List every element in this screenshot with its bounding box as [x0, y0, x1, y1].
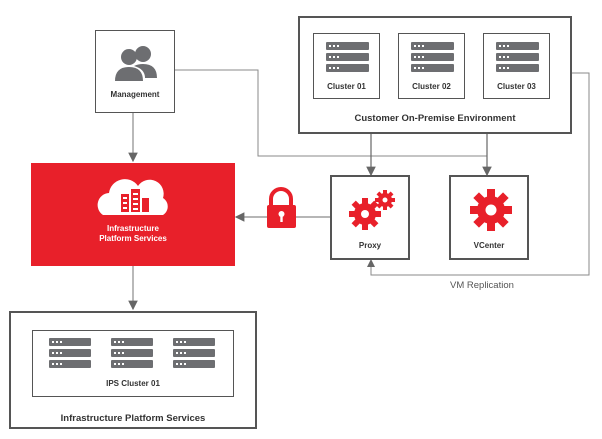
- cluster03-node: Cluster 03: [483, 33, 550, 99]
- gears-icon: [349, 190, 395, 230]
- users-icon: [115, 46, 157, 81]
- ips-main-label: Infrastructure Platform Services: [31, 224, 235, 244]
- cluster02-label: Cluster 02: [412, 82, 451, 91]
- ips-main-label-line2: Platform Services: [99, 234, 167, 243]
- customer-environment-label: Customer On-Premise Environment: [354, 113, 516, 124]
- edge-vm-replication: [367, 72, 590, 276]
- gear-icon: [470, 189, 512, 231]
- cluster01-label: Cluster 01: [327, 82, 366, 91]
- vcenter-node: VCenter: [449, 175, 529, 260]
- cluster02-node: Cluster 02: [398, 33, 465, 99]
- vm-replication-label: VM Replication: [450, 280, 514, 291]
- vcenter-label: VCenter: [473, 241, 505, 250]
- server-icon: [411, 42, 454, 72]
- ips-main-label-line1: Infrastructure: [106, 224, 159, 233]
- customer-environment-node: Cluster 01 Cluster 02: [298, 16, 572, 134]
- lock-icon: [267, 187, 296, 228]
- ips-cluster-node: IPS Cluster 01: [32, 330, 234, 397]
- ips-bottom-label: Infrastructure Platform Services: [60, 413, 206, 424]
- server-icon: [326, 42, 369, 72]
- server-group-icon: [49, 338, 215, 368]
- management-node: Management: [95, 30, 175, 113]
- proxy-label: Proxy: [358, 241, 382, 250]
- cloud-building-icon: [97, 179, 168, 215]
- ips-bottom-node: IPS Cluster 01 Infrastructure Platform S…: [9, 311, 257, 429]
- ips-main-node: Infrastructure Platform Services: [31, 163, 235, 266]
- cluster01-node: Cluster 01: [313, 33, 380, 99]
- ips-cluster-label: IPS Cluster 01: [106, 379, 160, 388]
- server-icon: [496, 42, 539, 72]
- proxy-node: Proxy: [330, 175, 410, 260]
- cluster03-label: Cluster 03: [497, 82, 536, 91]
- management-label: Management: [110, 90, 160, 99]
